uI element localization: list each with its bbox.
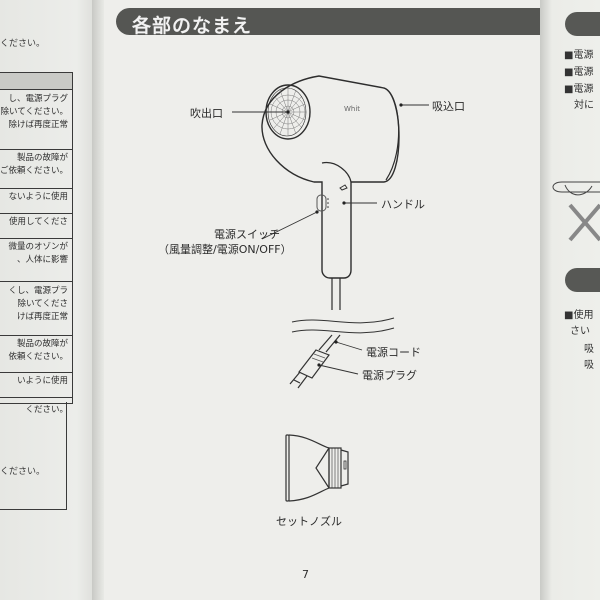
right-page-text: 吸	[584, 360, 594, 371]
left-page-box: ください。	[0, 402, 67, 510]
left-page-fragment: ください。 し、電源プラグ 除いてください。 除けば再度正常 製品の故障が ご依…	[0, 0, 96, 600]
table-header	[0, 73, 72, 90]
table-row: 製品の故障が 依頼ください。	[0, 336, 72, 373]
cord-wrap-warning-icon	[552, 181, 600, 242]
page-fold	[92, 0, 106, 600]
right-page-text: ■電源	[564, 84, 594, 95]
section-banner: 各部のなまえ	[116, 8, 540, 37]
label-plug: 電源プラグ	[362, 369, 417, 382]
right-page-text: 吸	[584, 344, 594, 355]
left-page-table: し、電源プラグ 除いてください。 除けば再度正常 製品の故障が ご依頼ください。…	[0, 72, 73, 415]
right-page-text: さい	[570, 326, 590, 337]
page-title: 各部のなまえ	[132, 15, 253, 37]
left-page-text: ください。	[0, 467, 46, 477]
table-row: し、電源プラグ 除いてください。 除けば再度正常	[0, 90, 72, 150]
right-page-text: ■電源	[564, 67, 594, 78]
table-row: 微量のオゾンが 、人体に影響	[0, 239, 72, 282]
brand-mark: Whit	[344, 105, 361, 113]
label-outlet: 吹出口	[190, 107, 223, 120]
center-page: 各部のなまえ	[104, 0, 540, 600]
label-cord: 電源コード	[366, 346, 421, 359]
page-number: 7	[302, 568, 309, 581]
label-switch-detail: （風量調整/電源ON/OFF）	[158, 243, 292, 256]
right-page-text: 対に	[574, 100, 594, 111]
section-banner	[565, 268, 600, 292]
table-row: くし、電源プラ 除いてくださ けば再度正常	[0, 282, 72, 336]
hair-dryer-diagram	[232, 75, 429, 502]
table-row: ください。	[25, 405, 68, 415]
label-inlet: 吸込口	[432, 100, 465, 113]
table-row: 使用してくださ	[0, 214, 72, 239]
right-page-text: ■使用	[564, 310, 594, 321]
table-row: ないように使用	[0, 189, 72, 214]
label-switch: 電源スイッチ	[214, 228, 280, 241]
table-row: いように使用	[0, 373, 72, 398]
right-page-text: ■電源	[564, 50, 594, 61]
left-page-text: ください。	[0, 39, 46, 49]
label-nozzle: セットノズル	[276, 515, 342, 528]
label-handle: ハンドル	[381, 198, 425, 211]
right-page-fragment: ■電源 ■電源 ■電源 対に ■使用 さい 吸 吸	[540, 0, 600, 600]
section-banner	[565, 12, 600, 36]
table-row: 製品の故障が ご依頼ください。	[0, 150, 72, 189]
